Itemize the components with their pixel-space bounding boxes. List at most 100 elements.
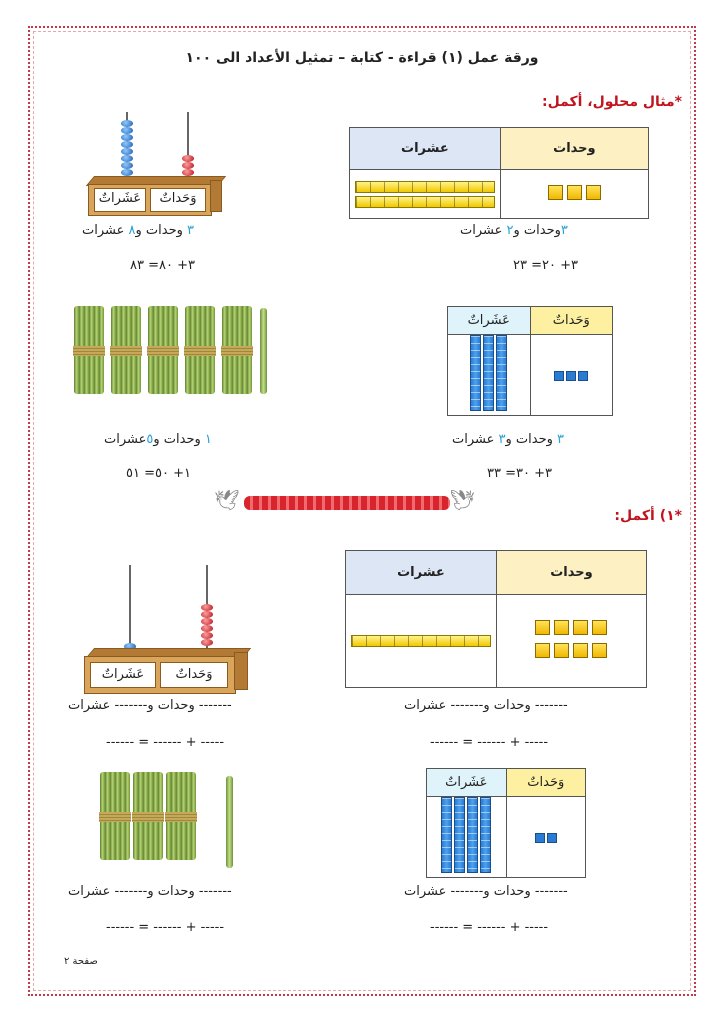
tens-cell [349, 169, 501, 219]
tens-bead [121, 169, 133, 176]
unit-cube [573, 643, 589, 658]
example-table-equation: ٣+ ٢٠= ٢٣ [513, 258, 578, 273]
unit-cube [573, 620, 589, 635]
worksheet-title: ورقة عمل (١) قراءة - كتابة – تمثيل الأعد… [185, 50, 539, 66]
page-number: صفحة ٢ [64, 956, 98, 967]
ones-card: وَحَداتٌ [160, 662, 228, 688]
unit-block [554, 370, 565, 381]
unit-block [578, 370, 589, 381]
exercise-sticks-label: ------- وحدات و------- عشرات [68, 884, 232, 899]
stick-bundle [73, 306, 105, 394]
hearts-divider [244, 496, 450, 510]
stick-bundle [147, 306, 179, 394]
ten-rod [350, 635, 491, 647]
exercise-place-value-table: عشرات وحدات [345, 550, 648, 688]
tens-header: عشرات [345, 550, 497, 595]
tens-bead [121, 162, 133, 169]
ones-bead [201, 618, 213, 625]
example-blocks-table: عَشَراتٌ وَحَداتٌ [447, 306, 614, 416]
stick-bundle [184, 306, 216, 394]
ten-block [483, 335, 495, 411]
ones-pole [187, 112, 189, 182]
exercise-abacus-label: ------- وحدات و------- عشرات [68, 698, 232, 713]
ten-block [454, 797, 466, 873]
exercise-blocks-equation: ----- + ------ = ------ [430, 920, 549, 935]
stick-bundle [110, 306, 142, 394]
unit-cube [592, 643, 608, 658]
tens-bead [121, 127, 133, 134]
tens-card: عَشَراتٌ [90, 662, 156, 688]
unit-cube [547, 184, 563, 200]
unit-cube [585, 184, 601, 200]
ones-card-header: وَحَداتٌ [505, 768, 587, 797]
ten-block [480, 797, 492, 873]
ten-block [470, 335, 482, 411]
unit-cube [554, 620, 570, 635]
unit-block [566, 370, 577, 381]
tens-card: عَشَراتٌ [94, 188, 146, 212]
ones-bead [182, 155, 194, 162]
ones-blocks-cell [505, 796, 587, 878]
ones-header: وحدات [495, 550, 648, 595]
stick-bundle [165, 772, 197, 860]
ones-blocks-cell [529, 334, 614, 416]
dove-icon: 🕊 [214, 488, 240, 512]
stick-bundle [221, 306, 253, 394]
tens-pole [129, 565, 131, 650]
unit-cube [566, 184, 582, 200]
stick-bundle [99, 772, 131, 860]
tens-cell [345, 594, 497, 688]
ones-bead [182, 169, 194, 176]
ones-bead [201, 625, 213, 632]
tens-header: عشرات [349, 127, 501, 170]
tens-bead [121, 134, 133, 141]
example-place-value-table: عشرات وحدات [349, 127, 650, 219]
exercise-table-equation: ----- + ------ = ------ [430, 735, 549, 750]
unit-cube [592, 620, 608, 635]
exercise-sticks-equation: ----- + ------ = ------ [106, 920, 225, 935]
example-sticks-label: ١ وحدات و٥عشرات [104, 432, 212, 447]
ones-bead [201, 632, 213, 639]
tens-bead [121, 120, 133, 127]
tens-bead [121, 148, 133, 155]
single-stick [260, 308, 267, 394]
exercise-heading: *١) أكمل: [614, 508, 682, 524]
page-border-inner [33, 31, 691, 991]
unit-block [546, 832, 557, 843]
ones-bead [201, 611, 213, 618]
unit-cube [554, 643, 570, 658]
exercise-abacus-equation: ----- + ------ = ------ [106, 735, 225, 750]
tens-blocks-cell [447, 334, 531, 416]
example-blocks-label: ٣ وحدات و٣ عشرات [452, 432, 565, 447]
ones-bead [201, 604, 213, 611]
exercise-table-label: ------- وحدات و------- عشرات [404, 698, 568, 713]
dove-icon: 🕊 [450, 488, 476, 512]
ones-bead [201, 639, 213, 646]
ones-bead [182, 162, 194, 169]
example-abacus-equation: ٣+ ٨٠= ٨٣ [130, 258, 195, 273]
ten-rod [354, 195, 495, 208]
exercise-blocks-table: عَشَراتٌ وَحَداتٌ [426, 768, 587, 878]
ten-rod [354, 180, 495, 193]
example-sticks-equation: ١+ ٥٠= ٥١ [126, 466, 191, 481]
example-table-label: ٣وحدات و٢ عشرات [460, 223, 568, 238]
ten-block [496, 335, 508, 411]
ones-cell [499, 169, 650, 219]
tens-blocks-cell [426, 796, 507, 878]
tens-card-header: عَشَراتٌ [447, 306, 531, 335]
example-abacus-label: ٣ وحدات و٨ عشرات [82, 223, 195, 238]
exercise-blocks-label: ------- وحدات و------- عشرات [404, 884, 568, 899]
ones-header: وحدات [499, 127, 650, 170]
unit-cube [535, 643, 551, 658]
example-blocks-equation: ٣+ ٣٠= ٣٣ [487, 466, 552, 481]
ones-card-header: وَحَداتٌ [529, 306, 614, 335]
unit-cube [535, 620, 551, 635]
tens-bead [121, 141, 133, 148]
tens-bead [121, 155, 133, 162]
ten-block [467, 797, 479, 873]
page-border [28, 26, 696, 996]
stick-bundle [132, 772, 164, 860]
ten-block [441, 797, 453, 873]
tens-bead [124, 643, 136, 650]
unit-block [534, 832, 545, 843]
